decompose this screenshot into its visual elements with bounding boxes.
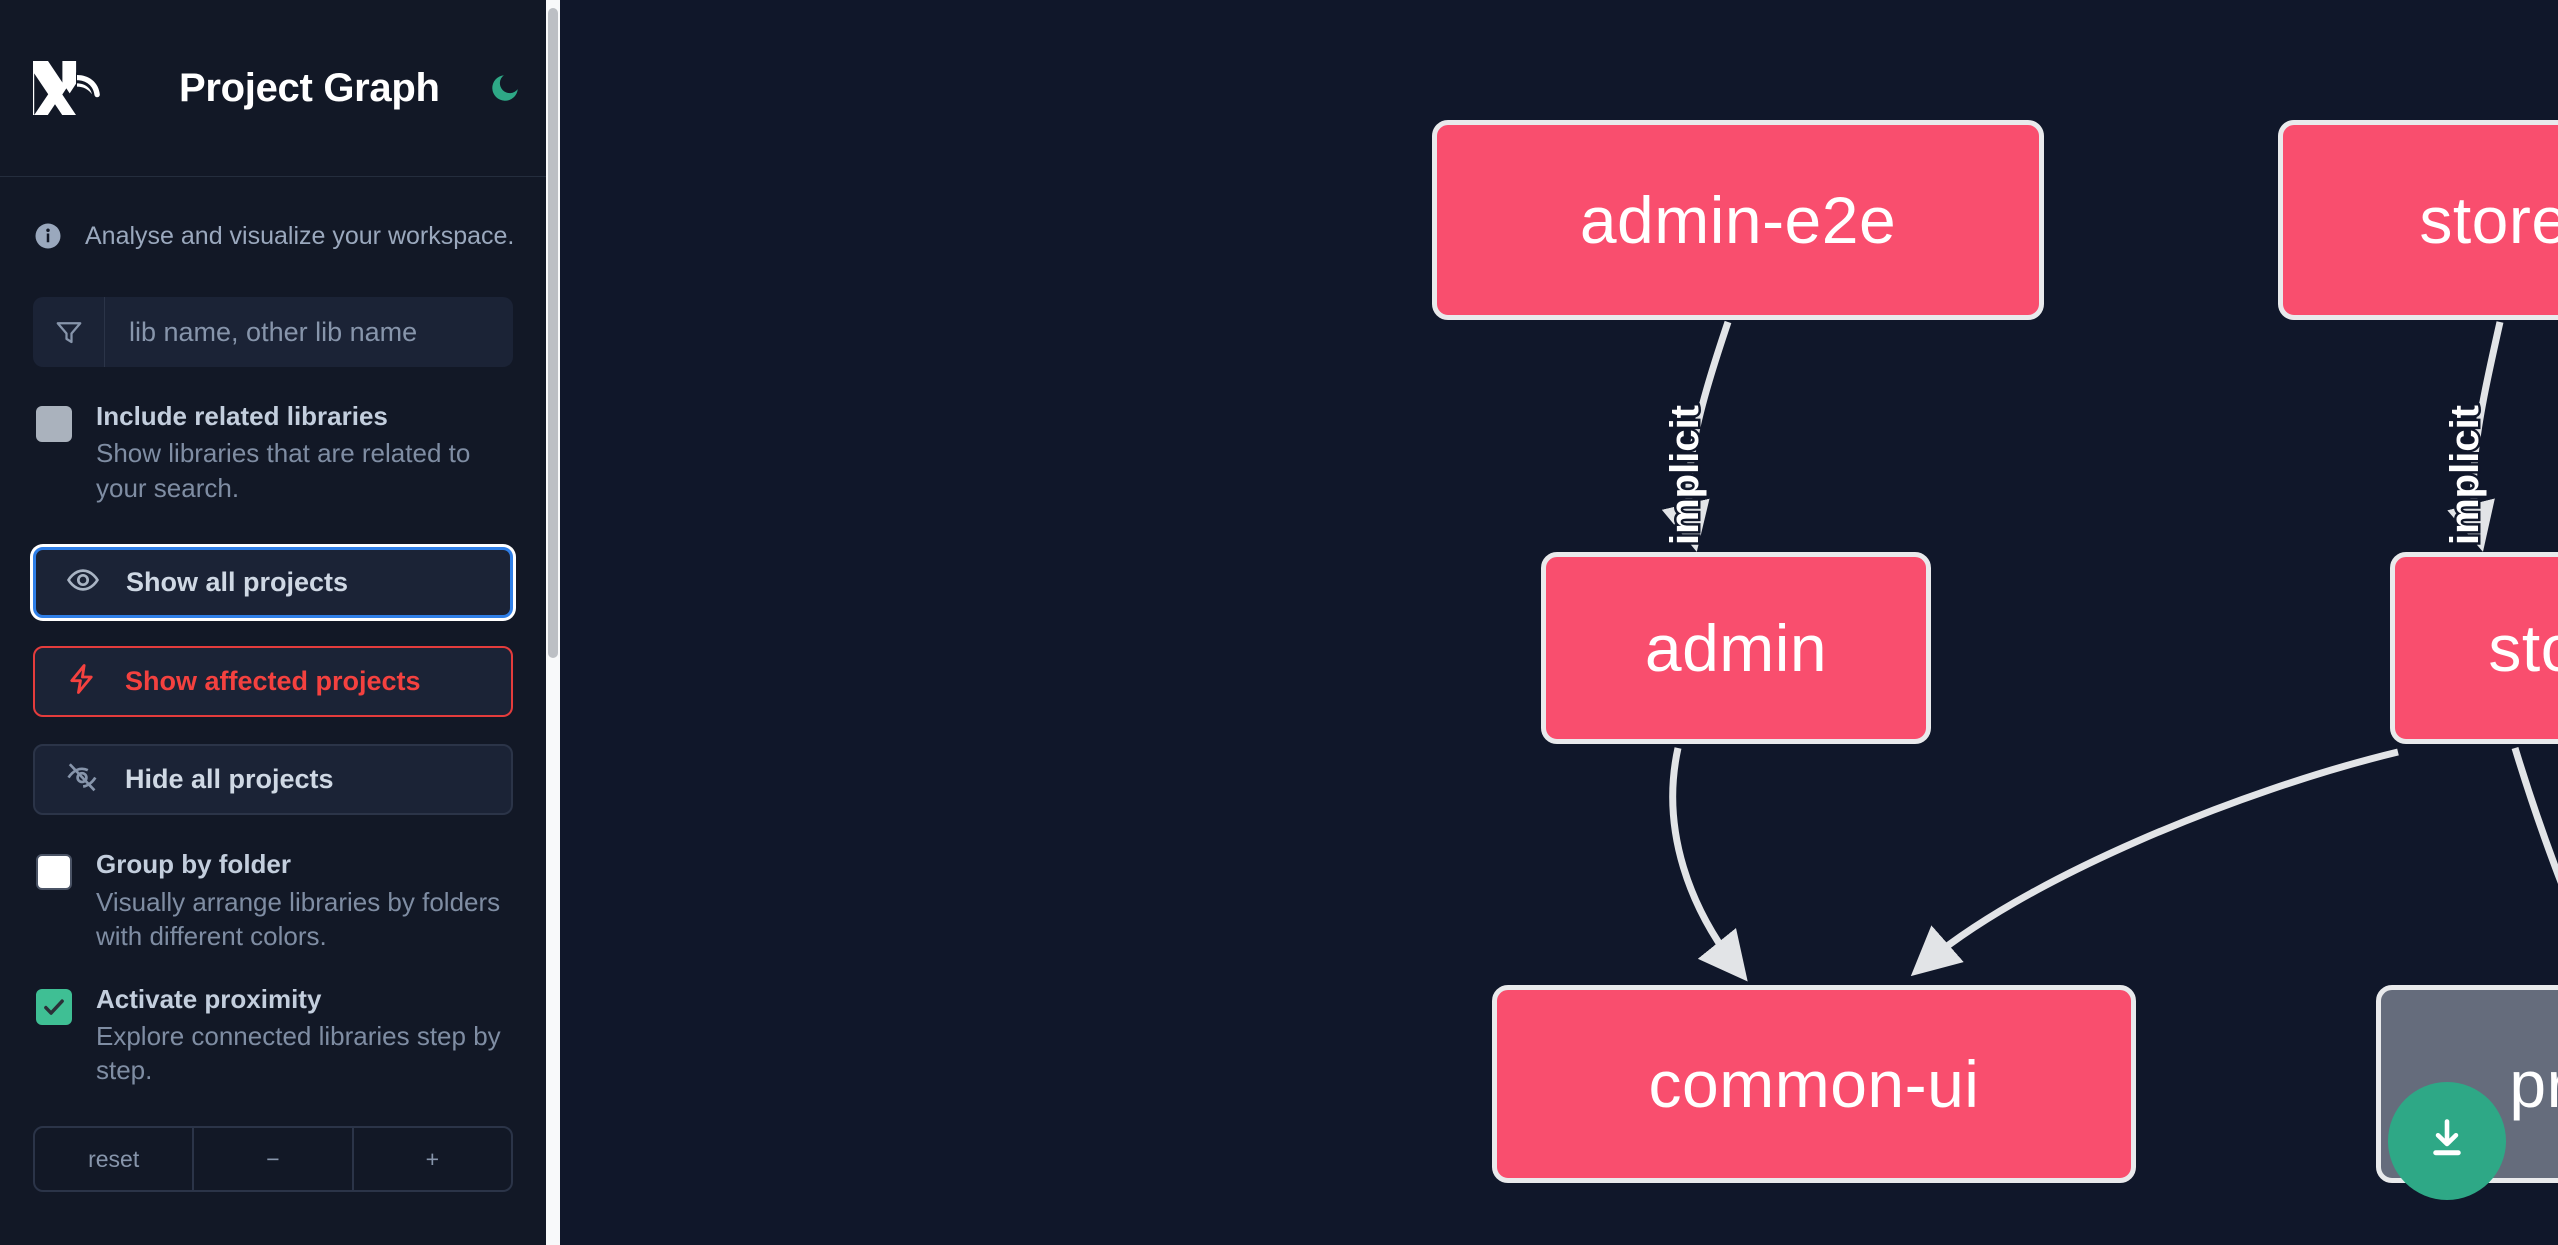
search-box[interactable] <box>33 297 513 367</box>
checkbox-include-related-libraries-description: Show libraries that are related to your … <box>96 438 471 503</box>
graph-node-store-e2e[interactable]: store-e2e <box>2278 120 2558 320</box>
filter-funnel-icon <box>33 297 105 367</box>
info-icon <box>33 221 63 251</box>
edge-label-implicit-admin: implicit <box>1663 405 1707 545</box>
graph-node-admin-e2e-label: admin-e2e <box>1579 183 1897 257</box>
checkbox-include-related-libraries-label: Include related libraries <box>96 401 388 431</box>
graph-node-store-label: store <box>2488 611 2558 685</box>
graph-canvas[interactable]: implicit implicit admin-e2e store-e2e ad… <box>560 0 2558 1245</box>
show-affected-projects-label: Show affected projects <box>125 666 421 697</box>
graph-node-admin-label: admin <box>1644 611 1828 685</box>
eye-icon <box>66 563 100 602</box>
checkbox-include-related-libraries-box[interactable] <box>36 406 72 442</box>
edge-admin-to-common-ui <box>1669 747 1748 982</box>
sidebar-scrollbar-track[interactable] <box>546 0 560 1245</box>
graph-node-products-label: products <box>2509 1047 2558 1121</box>
edge-store-e2e-to-store <box>2447 321 2504 552</box>
tagline-row: Analyse and visualize your workspace. <box>0 177 546 251</box>
checkbox-group-by-folder-box[interactable] <box>36 854 72 891</box>
graph-node-admin-e2e[interactable]: admin-e2e <box>1432 120 2044 320</box>
graph-node-common-ui[interactable]: common-ui <box>1492 985 2136 1183</box>
graph-node-common-ui-label: common-ui <box>1648 1047 1980 1121</box>
checkbox-group-by-folder-label: Group by folder <box>96 849 291 880</box>
sidebar: Project Graph Analyse and visualize yo <box>0 0 560 1245</box>
tagline-text: Analyse and visualize your workspace. <box>85 221 515 250</box>
graph-node-store[interactable]: store <box>2390 552 2558 744</box>
proximity-plus-button[interactable]: + <box>425 1145 440 1172</box>
sidebar-scrollbar-thumb[interactable] <box>548 8 558 658</box>
sidebar-header: Project Graph <box>0 0 546 177</box>
edge-label-implicit-store: implicit <box>2443 405 2487 545</box>
checkbox-activate-proximity[interactable]: Activate proximity Explore connected lib… <box>0 954 546 1088</box>
download-icon <box>2422 1114 2472 1169</box>
edge-admin-e2e-to-admin <box>1661 320 1732 552</box>
checkbox-include-related-libraries[interactable]: Include related libraries Show libraries… <box>0 367 546 505</box>
hide-all-projects-button[interactable]: Hide all projects <box>33 744 513 816</box>
graph-node-store-e2e-label: store-e2e <box>2419 183 2558 257</box>
page-title: Project Graph <box>179 65 440 110</box>
checkbox-activate-proximity-description: Explore connected libraries step by step… <box>96 1020 501 1086</box>
lightning-bolt-icon <box>65 662 99 701</box>
show-all-projects-label: Show all projects <box>126 567 349 598</box>
eye-off-icon <box>65 760 99 799</box>
checkbox-activate-proximity-box[interactable] <box>36 988 72 1025</box>
proximity-reset-button[interactable]: reset <box>35 1128 195 1191</box>
edge-store-to-products <box>2511 746 2558 885</box>
search-input[interactable] <box>105 297 513 367</box>
checkbox-group-by-folder[interactable]: Group by folder Visually arrange librari… <box>0 815 546 953</box>
checkbox-group-by-folder-description: Visually arrange libraries by folders wi… <box>96 886 501 952</box>
moon-icon[interactable] <box>482 65 528 111</box>
show-affected-projects-button[interactable]: Show affected projects <box>33 646 513 718</box>
proximity-minus-button[interactable]: − <box>194 1128 354 1191</box>
hide-all-projects-label: Hide all projects <box>125 764 334 795</box>
graph-node-admin[interactable]: admin <box>1541 552 1931 744</box>
edge-store-to-common-ui <box>1910 748 2399 977</box>
download-image-button[interactable] <box>2388 1082 2506 1200</box>
show-all-projects-button[interactable]: Show all projects <box>33 547 513 619</box>
graph-edges: implicit implicit <box>1661 320 2558 982</box>
checkbox-activate-proximity-label: Activate proximity <box>96 983 322 1014</box>
nx-logo <box>33 57 117 119</box>
proximity-stepper-group[interactable]: reset − + <box>33 1126 513 1193</box>
